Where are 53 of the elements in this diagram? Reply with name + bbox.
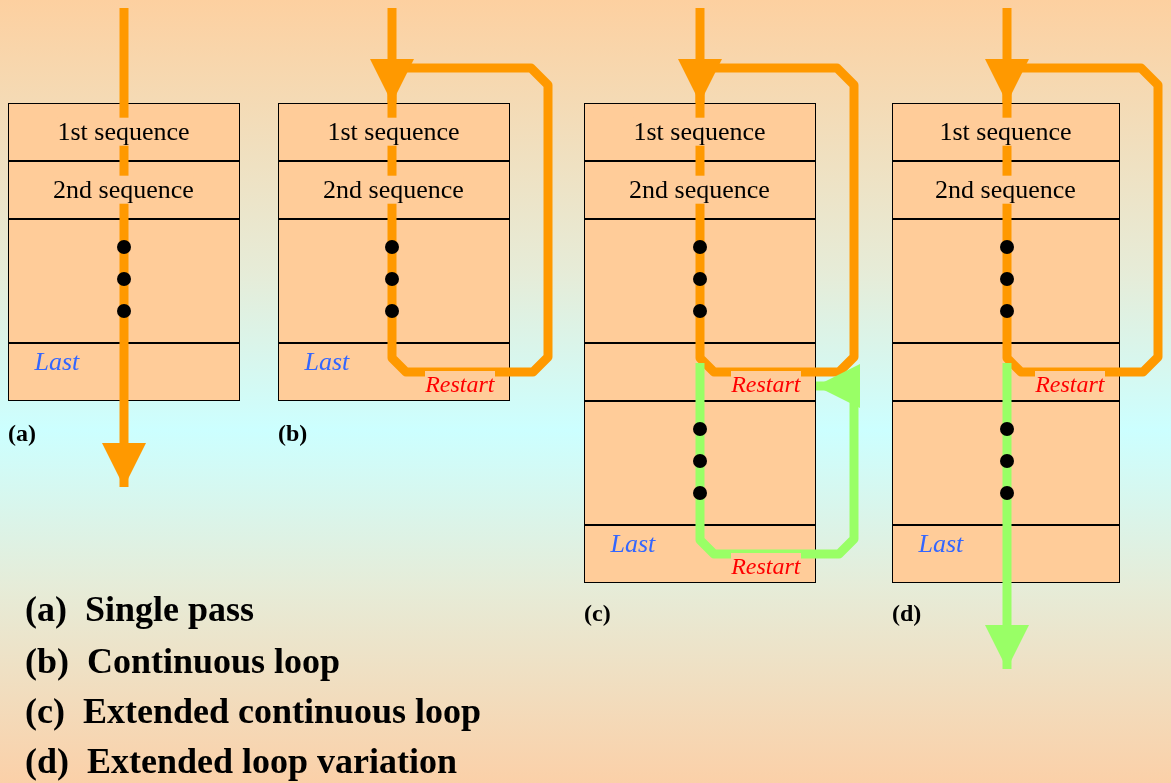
table-row (277, 102, 510, 161)
sequence-table (584, 103, 816, 583)
flow-arrow (985, 59, 1163, 377)
table-row (583, 400, 816, 525)
flow-line (119, 8, 129, 103)
table-row (277, 218, 510, 343)
table-row (277, 342, 510, 401)
panel-label: (d) (892, 600, 922, 627)
panel-label: (a) (8, 420, 36, 447)
panel-label: (c) (584, 600, 611, 627)
row-label: 2nd sequence (629, 175, 770, 204)
table-row (891, 400, 1120, 525)
row-label: 1st sequence (633, 117, 766, 146)
table-row (277, 160, 510, 219)
table-row (7, 342, 240, 401)
flow-line (387, 219, 397, 343)
flow-arrow (370, 59, 553, 377)
table-row (891, 524, 1120, 583)
flow-arrow (985, 525, 1029, 669)
flow-arrow (678, 59, 859, 377)
legend-note: (d) Extended loop variation (25, 740, 458, 782)
row-label: 1st sequence (57, 117, 190, 146)
row-label: 2nd sequence (935, 175, 1076, 204)
table-row (583, 160, 816, 219)
sequence-table (8, 103, 240, 401)
legend-note: (a) Single pass (25, 588, 255, 630)
flow-line (1002, 363, 1012, 401)
table-row (891, 160, 1120, 219)
flow-line (695, 363, 705, 401)
flow-line (1002, 401, 1012, 525)
row-label: 2nd sequence (53, 175, 194, 204)
flow-arrow (695, 364, 860, 559)
row-label: 1st sequence (939, 117, 1072, 146)
flow-line (119, 219, 129, 343)
flow-line (695, 219, 705, 343)
table-row (583, 218, 816, 343)
row-label: 1st sequence (327, 117, 460, 146)
table-row (583, 524, 816, 583)
panel-label: (b) (278, 420, 308, 447)
row-label: 2nd sequence (323, 175, 464, 204)
flow-arrow (102, 343, 146, 487)
table-row (7, 218, 240, 343)
legend-note: (c) Extended continuous loop (25, 690, 482, 732)
legend-note: (b) Continuous loop (25, 640, 341, 682)
flow-line (1002, 219, 1012, 343)
table-row (7, 102, 240, 161)
flow-line (695, 401, 705, 525)
table-row (891, 218, 1120, 343)
table-row (891, 102, 1120, 161)
sequence-table (892, 103, 1120, 583)
table-row (583, 102, 816, 161)
sequence-table (278, 103, 510, 401)
table-row (7, 160, 240, 219)
